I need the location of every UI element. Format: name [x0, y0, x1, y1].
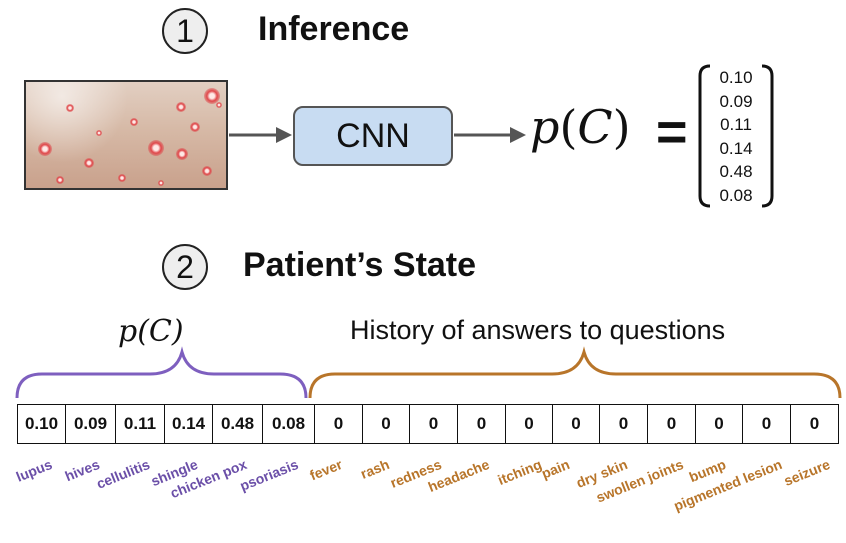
disease-probability-cell: 0.11 [115, 404, 165, 444]
vector-value: 0.10 [719, 68, 753, 87]
lesion-spot [176, 102, 186, 112]
lesion-spot [56, 176, 64, 184]
lesion-spot [202, 166, 212, 176]
vector-value: 0.09 [719, 91, 753, 111]
step-1-title: Inference [258, 10, 410, 48]
lesion-spot [130, 118, 138, 126]
symptom-answer-cell: 0 [695, 404, 743, 444]
symptom-answer-cell: 0 [790, 404, 839, 444]
lesion-spot [190, 122, 200, 132]
symptom-answer-cell: 0 [599, 404, 648, 444]
lesion-spot [158, 180, 164, 186]
disease-probability-cell: 0.48 [212, 404, 263, 444]
symptom-answer-cell: 0 [552, 404, 600, 444]
equals-sign: = [656, 102, 688, 162]
arrow-image-to-cnn [229, 127, 292, 143]
vector-value: 0.11 [720, 115, 752, 134]
disease-probability-cell: 0.09 [65, 404, 116, 444]
disease-label: lupus [13, 456, 55, 485]
disease-label: cellulitis [94, 456, 153, 492]
skin-lesion-image [24, 80, 228, 190]
history-brace-label: History of answers to questions [350, 315, 726, 345]
vector-value: 0.08 [719, 185, 753, 205]
pc-open: ( [559, 100, 578, 154]
step-2-number: 2 [162, 244, 208, 290]
step-2-title: Patient’s State [243, 246, 477, 284]
vector-value: 0.14 [719, 138, 753, 158]
pc-func: p [530, 100, 560, 154]
disease-probability-cell: 0.08 [262, 404, 315, 444]
disease-label: psoriasis [237, 456, 301, 494]
symptom-answer-cell: 0 [314, 404, 363, 444]
symptom-answer-cell: 0 [362, 404, 410, 444]
lesion-spot [66, 104, 74, 112]
symptom-label: seizure [781, 456, 833, 489]
vector-value: 0.48 [719, 162, 753, 181]
symptom-answer-cell: 0 [409, 404, 458, 444]
symptom-label: fever [307, 456, 345, 484]
symptom-label: itching [495, 456, 544, 489]
lesion-spot [96, 130, 102, 136]
vector-left-bracket [698, 64, 711, 208]
disease-brace [15, 346, 308, 399]
pc-output-symbol: p(C) [530, 104, 631, 150]
disease-probability-cell: 0.14 [164, 404, 213, 444]
vector-right-bracket [761, 64, 774, 208]
disease-probability-cell: 0.10 [17, 404, 66, 444]
lesion-spot [118, 174, 126, 182]
lesion-spot [216, 102, 222, 108]
cnn-box: CNN [293, 106, 453, 166]
symptom-answer-cell: 0 [505, 404, 553, 444]
symptom-answer-cell: 0 [742, 404, 791, 444]
pc-var: C [577, 100, 613, 154]
pc-brace-label: p(C) [118, 314, 184, 349]
step-1-number: 1 [162, 8, 208, 54]
symptom-brace [308, 346, 842, 399]
lesion-spot [38, 142, 52, 156]
lesion-spot [204, 88, 220, 104]
lesion-spot [176, 148, 188, 160]
symptom-answer-cell: 0 [457, 404, 506, 444]
symptom-label: rash [358, 456, 392, 482]
symptom-answer-cell: 0 [647, 404, 696, 444]
pc-close: ) [612, 100, 631, 154]
symptom-label: pigmented lesion [671, 456, 785, 514]
lesion-spot [148, 140, 164, 156]
probability-vector: 0.10 0.09 0.11 0.14 0.48 0.08 [712, 66, 760, 207]
lesion-spot [84, 158, 94, 168]
arrow-cnn-to-output [454, 127, 526, 143]
symptom-label: pain [539, 456, 572, 482]
